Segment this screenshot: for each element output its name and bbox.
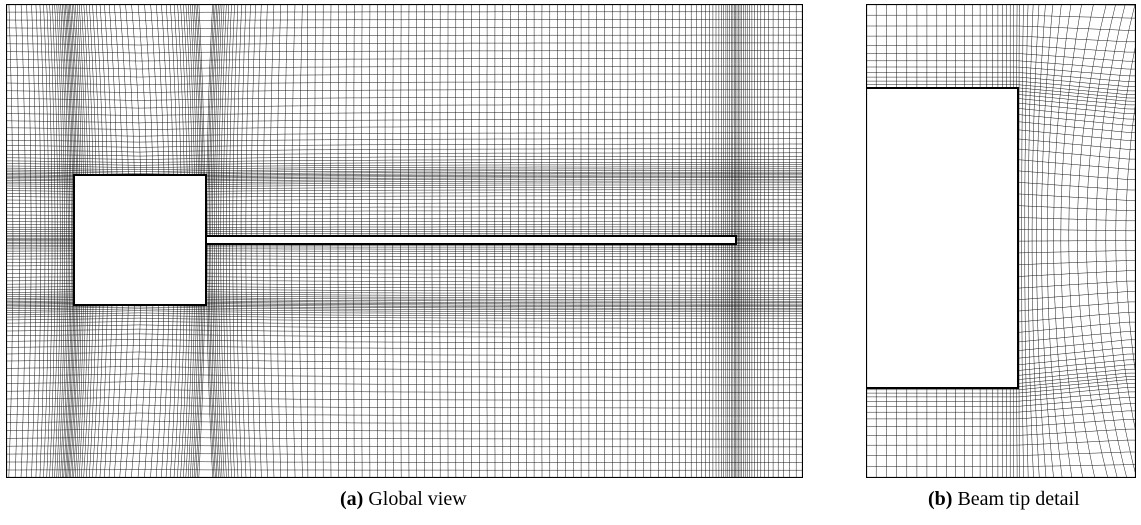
caption-beam-tip-detail: (b) Beam tip detail xyxy=(928,488,1080,511)
flexible-beam xyxy=(205,235,737,245)
domain-boundary xyxy=(6,4,803,478)
beam-tip-detail-mesh-plot xyxy=(866,4,1136,478)
caption-global-view: (a) Global view xyxy=(340,488,467,511)
caption-label-a: (a) xyxy=(340,488,364,510)
caption-title-a: Global view xyxy=(368,488,467,510)
caption-label-b: (b) xyxy=(928,488,953,510)
detail-boundary xyxy=(866,4,1136,478)
square-body xyxy=(73,174,207,306)
caption-title-b: Beam tip detail xyxy=(957,488,1080,510)
beam-tip xyxy=(866,87,1019,389)
global-view-mesh-plot xyxy=(6,4,803,478)
